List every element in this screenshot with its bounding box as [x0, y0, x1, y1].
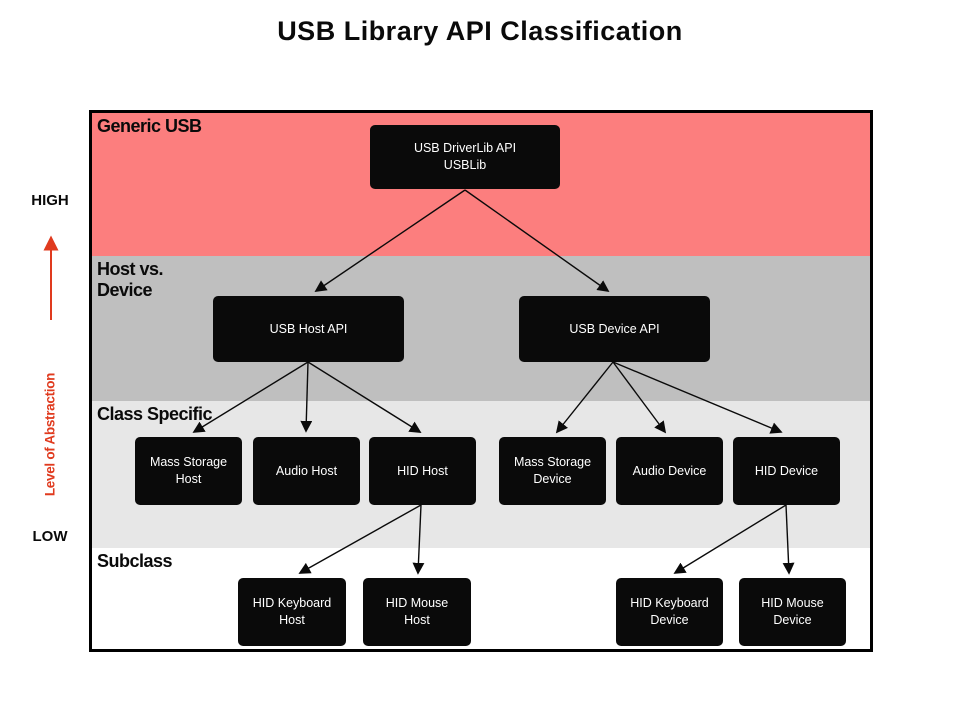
band-host-vs-device: Host vs. Device — [92, 256, 870, 401]
node-usb-device-api: USB Device API — [519, 296, 710, 362]
node-hid-host: HID Host — [369, 437, 476, 505]
band-subclass-label: Subclass — [97, 551, 173, 571]
node-hid-device: HID Device — [733, 437, 840, 505]
axis-level-of-abstraction-label: Level of Abstraction — [42, 372, 58, 497]
node-hid-keyboard-device: HID Keyboard Device — [616, 578, 723, 646]
node-usb-driverlib-api: USB DriverLib API USBLib — [370, 125, 560, 189]
axis-high-label: HIGH — [31, 192, 69, 209]
node-audio-host: Audio Host — [253, 437, 360, 505]
axis-low-label: LOW — [32, 528, 68, 545]
band-host-vs-device-label: Host vs. Device — [97, 259, 164, 300]
band-generic-usb-label: Generic USB — [97, 116, 202, 136]
node-mass-storage-device: Mass Storage Device — [499, 437, 606, 505]
node-mass-storage-host: Mass Storage Host — [135, 437, 242, 505]
node-audio-device: Audio Device — [616, 437, 723, 505]
node-usb-host-api: USB Host API — [213, 296, 404, 362]
abstraction-frame: Generic USB Host vs. Device Class Specif… — [89, 110, 873, 652]
node-hid-mouse-device: HID Mouse Device — [739, 578, 846, 646]
band-class-specific-label: Class Specific — [97, 404, 213, 424]
node-hid-mouse-host: HID Mouse Host — [363, 578, 471, 646]
node-hid-keyboard-host: HID Keyboard Host — [238, 578, 346, 646]
page-title: USB Library API Classification — [277, 16, 683, 46]
